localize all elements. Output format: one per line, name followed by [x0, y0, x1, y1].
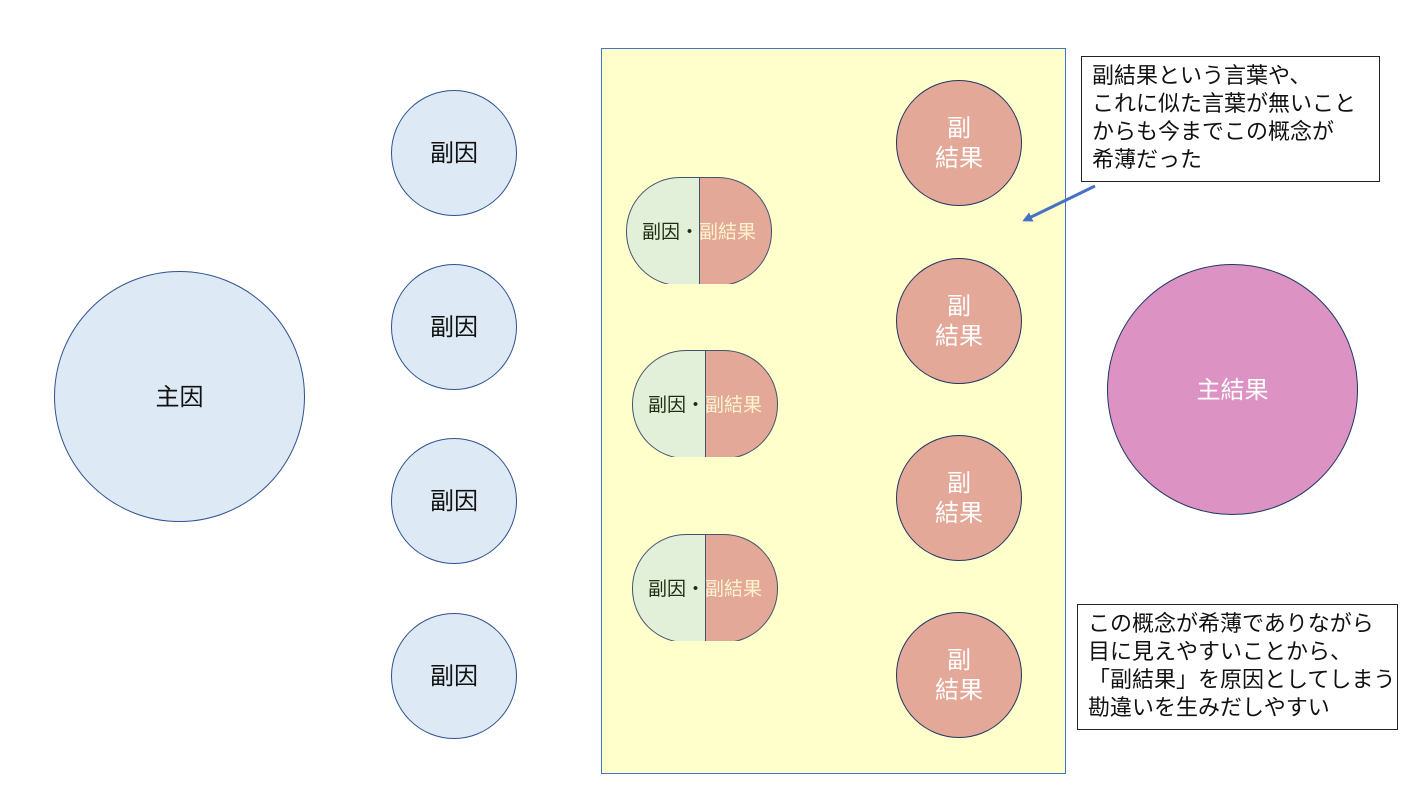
combined-effect-label: 副結果	[705, 578, 763, 600]
note-bottom: この概念が希薄でありながら 目に見えやすいことから、 「副結果」を原因としてしま…	[1077, 604, 1398, 730]
note-top-line: 希薄だった	[1092, 148, 1203, 174]
side-effect-label-line1: 副	[947, 646, 971, 674]
combined-cause-label: 副因	[641, 221, 680, 243]
combined-separator: ・	[685, 578, 705, 600]
sub-cause-node: 副因	[391, 613, 517, 739]
sub-cause-node: 副因	[391, 264, 517, 390]
side-effect-label-line1: 副	[947, 469, 971, 497]
combined-cause-effect-node: 副因 ・ 副結果	[632, 350, 778, 457]
side-effect-label-line1: 副	[947, 292, 971, 320]
side-effect-node: 副結果	[896, 80, 1022, 206]
combined-separator: ・	[679, 221, 699, 243]
note-top: 副結果という言葉や、 これに似た言葉が無いこと からも今までこの概念が 希薄だっ…	[1081, 56, 1380, 182]
sub-cause-label: 副因	[430, 662, 478, 690]
sub-cause-label: 副因	[430, 487, 478, 515]
side-effect-node: 副結果	[896, 435, 1022, 561]
note-top-line: からも今までこの概念が	[1092, 120, 1335, 146]
side-effect-node: 副結果	[896, 258, 1022, 384]
note-bottom-line: この概念が希薄でありながら	[1088, 612, 1374, 637]
side-effect-label-line2: 結果	[935, 676, 983, 704]
main-effect-node: 主結果	[1107, 264, 1358, 515]
side-effect-label-line2: 結果	[935, 499, 983, 527]
sub-cause-node: 副因	[391, 90, 517, 216]
note-bottom-line: 勘違いを生みだしやすい	[1088, 696, 1330, 722]
main-effect-label: 主結果	[1196, 375, 1269, 404]
combined-separator: ・	[685, 394, 705, 416]
side-effect-node: 副結果	[896, 612, 1022, 738]
sub-cause-node: 副因	[391, 438, 517, 564]
note-bottom-line: 「副結果」を原因としてしまう	[1088, 668, 1396, 694]
side-effect-label-line1: 副	[947, 114, 971, 142]
side-effect-label-line2: 結果	[935, 322, 983, 350]
combined-cause-effect-node: 副因 ・ 副結果	[626, 177, 772, 284]
main-cause-label: 主因	[155, 382, 204, 411]
note-bottom-line: 目に見えやすいことから、	[1088, 640, 1353, 666]
combined-effect-label: 副結果	[705, 394, 763, 416]
sub-cause-label: 副因	[430, 139, 478, 167]
combined-effect-label: 副結果	[699, 221, 757, 243]
side-effect-label-line2: 結果	[935, 144, 983, 172]
note-top-line: 副結果という言葉や、	[1092, 64, 1312, 89]
note-top-line: これに似た言葉が無いこと	[1092, 92, 1357, 118]
combined-cause-label: 副因	[647, 394, 686, 416]
combined-cause-label: 副因	[647, 578, 686, 600]
sub-cause-label: 副因	[430, 313, 478, 341]
main-cause-node: 主因	[54, 271, 305, 522]
combined-cause-effect-node: 副因 ・ 副結果	[632, 534, 778, 641]
